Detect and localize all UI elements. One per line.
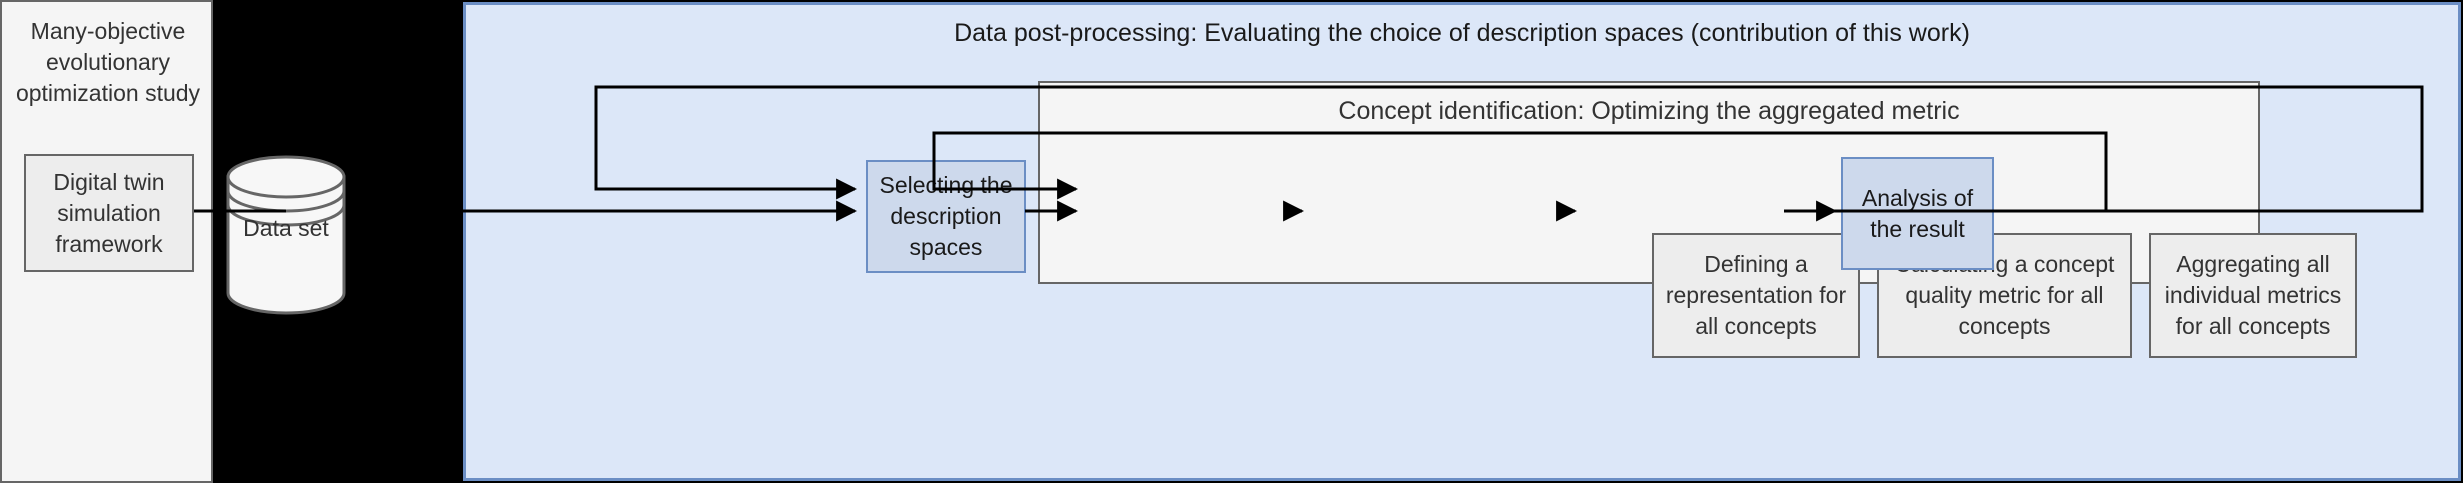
analysis-line-2: the result: [1870, 215, 1965, 242]
calculating-label: Calculating a concept quality metric for…: [1895, 249, 2115, 342]
defining-line-3: all concepts: [1695, 313, 1817, 339]
digital-twin-line-1: Digital twin: [53, 168, 165, 195]
defining-label: Defining a representation for all concep…: [1666, 249, 1846, 342]
defining-a-representation-box[interactable]: Defining a representation for all concep…: [1652, 233, 1860, 358]
digital-twin-line-3: framework: [55, 230, 163, 257]
edge-inner-feedback-loop: [932, 131, 2108, 213]
many-objective-study-panel: Many-objective evolutionary optimization…: [0, 0, 213, 483]
aggregating-individual-metrics-box[interactable]: Aggregating all individual metrics for a…: [2149, 233, 2357, 358]
analysis-of-the-result-box[interactable]: Analysis of the result: [1841, 157, 1994, 270]
data-set-label: Data set: [243, 215, 329, 241]
study-panel-title: Many-objective evolutionary optimization…: [8, 16, 208, 109]
analysis-line-1: Analysis of: [1861, 184, 1974, 211]
calculating-line-2: quality metric for all: [1905, 282, 2104, 308]
digital-twin-simulation-framework-box[interactable]: Digital twin simulation framework: [24, 154, 194, 272]
selecting-line-1: Selecting the: [879, 172, 1013, 198]
calculating-line-3: concepts: [1958, 313, 2051, 339]
digital-twin-line-2: simulation: [57, 199, 161, 226]
aggregating-line-1: Aggregating all: [2176, 251, 2330, 277]
edge-outer-feedback-loop: [594, 85, 2424, 213]
aggregating-line-3: for all concepts: [2175, 313, 2331, 339]
analysis-label: Analysis of the result: [1862, 183, 1973, 245]
study-title-line-3: optimization study: [15, 80, 201, 106]
digital-twin-label: Digital twin simulation framework: [53, 167, 164, 260]
selecting-label: Selecting the description spaces: [880, 170, 1013, 263]
data-post-processing-panel: Data post-processing: Evaluating the cho…: [463, 2, 2461, 481]
study-title-line-2: evolutionary: [45, 49, 171, 75]
defining-line-2: representation for: [1665, 282, 1847, 308]
aggregating-label: Aggregating all individual metrics for a…: [2165, 249, 2341, 342]
concept-identification-title: Concept identification: Optimizing the a…: [1338, 97, 1960, 125]
study-title-line-1: Many-objective: [30, 18, 186, 44]
concept-identification-panel: Concept identification: Optimizing the a…: [1038, 81, 2357, 358]
selecting-line-3: spaces: [909, 234, 983, 260]
selecting-the-description-spaces-box[interactable]: Selecting the description spaces: [866, 160, 1026, 273]
aggregating-line-2: individual metrics: [2164, 282, 2342, 308]
post-processing-title: Data post-processing: Evaluating the cho…: [954, 19, 1970, 47]
defining-line-1: Defining a: [1704, 251, 1808, 277]
selecting-line-2: description: [890, 203, 1002, 229]
